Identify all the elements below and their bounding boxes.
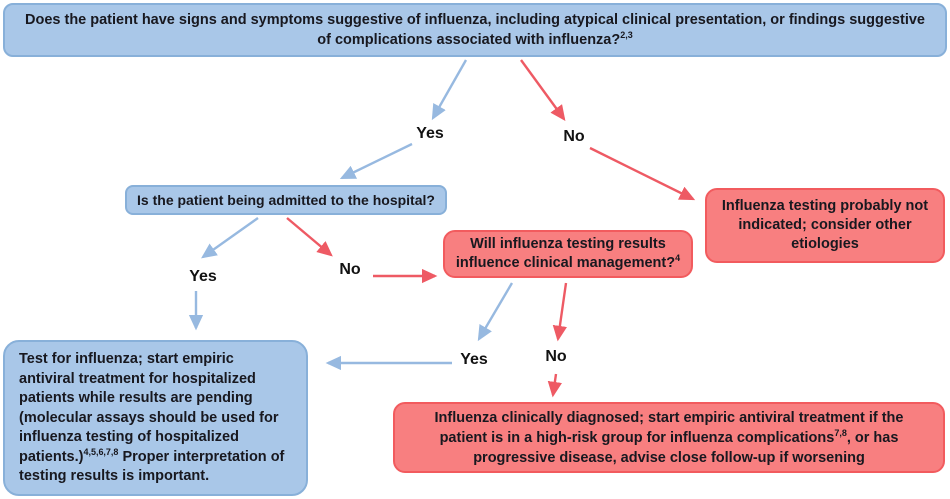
arrow-yes-to-admit (339, 142, 413, 180)
node-root-question-text: Does the patient have signs and symptoms… (25, 12, 925, 48)
node-clinical-diagnosis: Influenza clinically diagnosed; start em… (393, 402, 945, 473)
arrow-root-to-yes (431, 59, 468, 121)
arrow-no-to-clinicalbox (547, 373, 562, 398)
edge-label-admit-no: No (339, 261, 361, 278)
arrow-root-to-no (520, 59, 566, 121)
node-test-for-influenza: Test for influenza; start empiric antivi… (3, 340, 308, 496)
edge-label-admit-yes: Yes (189, 268, 217, 285)
edge-label-root-yes: Yes (416, 125, 444, 142)
arrow-no-to-notindicated (589, 146, 696, 201)
node-testing-not-indicated: Influenza testing probably not indicated… (705, 188, 945, 263)
node-management-question-text: Will influenza testing results influence… (455, 236, 681, 271)
footnote-ref: 4 (675, 253, 681, 264)
footnote-ref: 7,8 (834, 427, 847, 438)
arrow-admit-to-yes (201, 217, 259, 259)
footnote-ref: 4,5,6,7,8 (83, 446, 119, 457)
node-admit-question: Is the patient being admitted to the hos… (125, 185, 447, 215)
node-root-question: Does the patient have signs and symptoms… (3, 3, 947, 57)
node-test-for-influenza-text: Test for influenza; start empiric antivi… (19, 351, 285, 484)
node-admit-question-text: Is the patient being admitted to the hos… (137, 192, 435, 208)
arrow-admit-to-no (286, 217, 333, 257)
edge-label-mgmt-yes: Yes (460, 351, 488, 368)
arrow-mgmt-to-no (552, 282, 568, 342)
node-management-question: Will influenza testing results influence… (443, 230, 693, 278)
footnote-ref: 2,3 (620, 30, 633, 41)
node-testing-not-indicated-text: Influenza testing probably not indicated… (721, 198, 929, 252)
edge-label-mgmt-no: No (545, 348, 567, 365)
edge-label-root-no: No (563, 128, 585, 145)
node-clinical-diagnosis-text: Influenza clinically diagnosed; start em… (434, 409, 904, 466)
arrow-mgmt-to-yes (477, 282, 514, 342)
